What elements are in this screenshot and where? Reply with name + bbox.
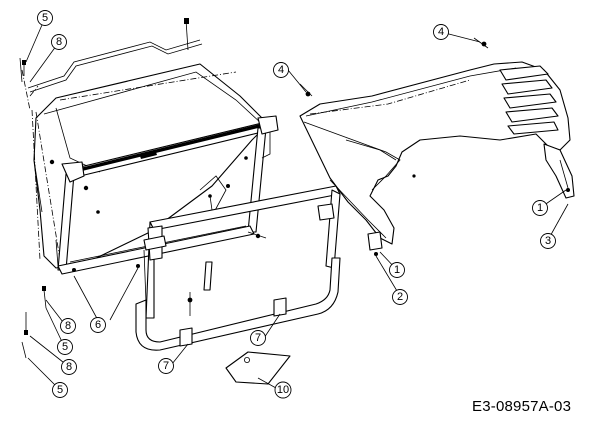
callout-1-center: 1 [389, 262, 405, 278]
top-screws [22, 18, 189, 76]
callout-6: 6 [90, 317, 106, 333]
callout-8-top: 8 [51, 34, 67, 50]
callout-5-left-upper: 5 [57, 339, 73, 355]
callout-3: 3 [540, 233, 556, 249]
handle-bar [19, 39, 203, 111]
callout-label: 2 [397, 291, 403, 303]
callout-10: 10 [274, 381, 292, 399]
callout-label: 6 [95, 319, 101, 331]
callout-label: 8 [66, 361, 72, 373]
callout-label: 4 [438, 26, 444, 38]
callout-label: 5 [57, 384, 63, 396]
callout-5-left-lower: 5 [52, 382, 68, 398]
callout-label: 8 [56, 36, 62, 48]
discharge-chute [299, 37, 575, 256]
grass-bag [31, 63, 279, 275]
callout-label: 8 [65, 320, 71, 332]
callout-4-center: 4 [273, 62, 289, 78]
callout-label: 1 [537, 202, 543, 214]
callout-7-right: 7 [250, 330, 266, 346]
callout-label: 5 [42, 12, 48, 24]
lower-left-screws [21, 286, 47, 359]
callout-label: 7 [255, 332, 261, 344]
callout-label: 4 [278, 64, 284, 76]
callout-8-left-lower: 8 [61, 359, 77, 375]
callout-2: 2 [392, 289, 408, 305]
callout-1-right: 1 [532, 200, 548, 216]
cover-plate [225, 351, 291, 385]
callout-label: 7 [163, 360, 169, 372]
callout-label: 10 [277, 384, 289, 396]
callout-5-top: 5 [37, 10, 53, 26]
callout-8-left-upper: 8 [60, 318, 76, 334]
callout-label: 5 [62, 341, 68, 353]
rear-frame [135, 185, 341, 351]
callout-4-right: 4 [433, 24, 449, 40]
callout-label: 1 [394, 264, 400, 276]
callout-label: 3 [545, 235, 551, 247]
drawing-code: E3-08957A-03 [472, 398, 572, 415]
callout-7-left: 7 [158, 358, 174, 374]
